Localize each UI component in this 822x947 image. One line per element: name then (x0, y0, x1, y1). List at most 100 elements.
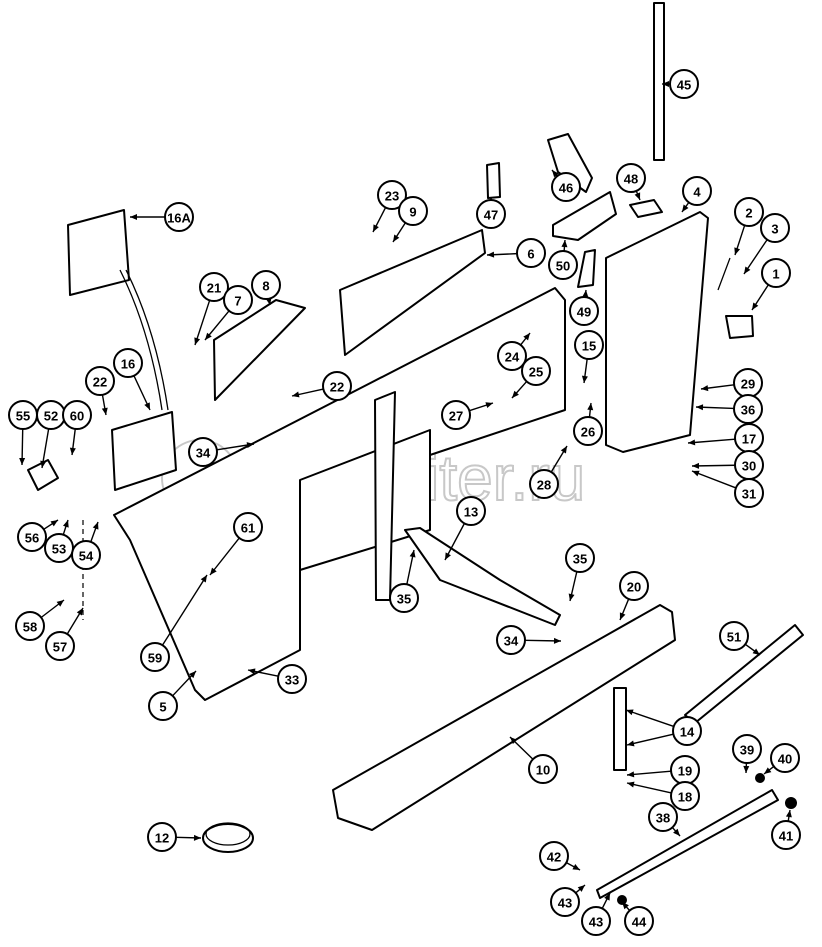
arrowhead (292, 391, 300, 398)
callout-label: 47 (484, 208, 498, 223)
callout-label: 1 (772, 267, 779, 282)
arrowhead (63, 520, 69, 528)
callout-54: 54 (71, 521, 101, 570)
part-16A-panel (67, 209, 130, 296)
callout-4: 4 (681, 176, 712, 213)
callout-40: 40 (763, 743, 800, 775)
callout-label: 23 (385, 189, 399, 204)
arrowhead (487, 251, 495, 258)
callout-label: 55 (16, 409, 30, 424)
callout-41: 41 (771, 809, 801, 850)
callout-12: 12 (147, 822, 202, 852)
callout-60: 60 (62, 400, 92, 456)
arrowhead (561, 240, 568, 248)
arrowhead (373, 224, 379, 232)
arrowhead (604, 893, 610, 901)
callout-34: 34 (496, 625, 562, 655)
arrowhead (634, 192, 641, 200)
arrowhead (101, 407, 108, 415)
arrowhead (393, 234, 400, 242)
arrowhead (553, 637, 561, 644)
callout-5: 5 (148, 670, 197, 721)
callout-label: 14 (680, 725, 695, 740)
callout-50: 50 (548, 239, 578, 280)
callout-21: 21 (194, 272, 229, 346)
callout-label: 48 (624, 172, 638, 187)
part-frame-leg (374, 391, 396, 601)
callout-label: 57 (53, 640, 67, 655)
callout-16: 16 (113, 348, 151, 411)
arrowhead (200, 575, 207, 583)
callout-label: 44 (632, 915, 647, 930)
arrowhead (662, 81, 669, 87)
callout-53: 53 (44, 519, 74, 563)
arrowhead (577, 885, 585, 892)
leader-line (626, 770, 672, 776)
callout-label: 5 (159, 700, 166, 715)
callout-label: 52 (44, 409, 58, 424)
callout-38: 38 (648, 802, 681, 837)
callout-label: 41 (779, 829, 793, 844)
callout-1: 1 (751, 258, 791, 311)
arrowhead (626, 709, 634, 716)
arrowhead (619, 612, 626, 620)
arrowhead (189, 671, 196, 679)
callout-25: 25 (511, 356, 551, 399)
callout-label: 3 (771, 222, 778, 237)
part-48-block (629, 199, 663, 218)
callout-label: 2 (745, 206, 752, 221)
arrowhead (692, 470, 700, 477)
arrowhead (194, 337, 201, 345)
callout-57: 57 (45, 607, 84, 661)
arrowhead (673, 828, 680, 836)
callout-28: 28 (529, 445, 568, 499)
part-4-upright (605, 211, 709, 453)
callout-14: 14 (625, 709, 702, 747)
arrowhead (510, 737, 518, 745)
callout-15: 15 (574, 330, 604, 384)
arrowhead (572, 864, 580, 870)
callout-label: 39 (740, 743, 754, 758)
part-46-plate (547, 133, 593, 193)
callout-13: 13 (444, 496, 486, 561)
callout-44: 44 (621, 901, 654, 936)
callout-22: 22 (291, 371, 352, 401)
callout-label: 60 (70, 409, 84, 424)
arrowhead (193, 834, 201, 841)
callout-23: 23 (372, 180, 407, 233)
callout-label: 28 (537, 478, 551, 493)
arrowhead (246, 442, 254, 449)
callout-label: 26 (581, 425, 595, 440)
callout-48: 48 (616, 163, 646, 201)
arrowhead (512, 390, 519, 398)
callout-33: 33 (247, 664, 307, 694)
arrowhead (144, 402, 150, 410)
callout-label: 43 (589, 915, 603, 930)
callout-56: 56 (17, 519, 59, 552)
callout-label: 38 (656, 811, 670, 826)
callout-55: 55 (8, 400, 38, 466)
callout-2: 2 (734, 197, 764, 256)
part-40-nut (755, 773, 765, 783)
arrowhead (581, 375, 588, 383)
arrowhead (130, 214, 137, 220)
arrowhead (692, 462, 700, 469)
callout-label: 10 (536, 763, 550, 778)
arrowhead (409, 550, 416, 558)
arrowhead (205, 332, 212, 340)
callout-10: 10 (509, 736, 558, 784)
callout-58: 58 (15, 599, 65, 641)
arrowhead (627, 740, 635, 747)
arrowhead (785, 810, 792, 818)
arrowhead (76, 608, 83, 616)
callout-19: 19 (626, 755, 700, 785)
part-12-ring (202, 823, 254, 853)
callout-29: 29 (700, 368, 763, 398)
parts (27, 2, 804, 905)
leader-line (626, 733, 674, 746)
callout-51: 51 (719, 621, 761, 656)
leader-line (691, 470, 737, 489)
part-16-panel (111, 411, 177, 491)
callout-22: 22 (85, 366, 115, 416)
